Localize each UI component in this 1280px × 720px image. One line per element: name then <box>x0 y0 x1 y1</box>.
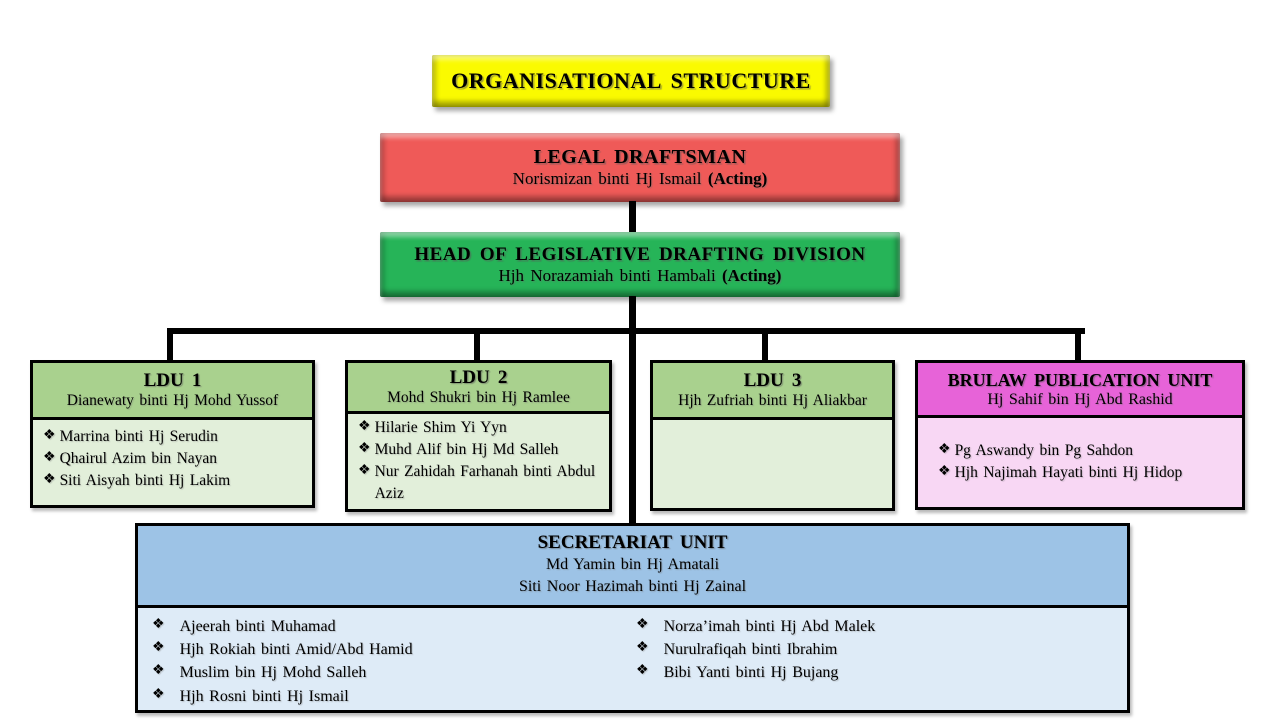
diamond-bullet-icon: ❖ <box>43 472 56 487</box>
unit-leader: Md Yamin bin Hj Amatali <box>545 555 720 573</box>
connector-legal-head <box>629 201 636 233</box>
diamond-bullet-icon: ❖ <box>43 450 56 465</box>
member-name: Marrina binti Hj Serudin <box>59 428 218 445</box>
member-item: ❖ Bibi Yanti binti Hj Bujang <box>636 661 1116 684</box>
member-item: ❖ Hjh Rokiah binti Amid/Abd Hamid <box>152 638 617 661</box>
unit-title: LDU 3 <box>743 370 802 391</box>
page-title: ORGANISATIONAL STRUCTURE <box>451 68 811 93</box>
member-name: Hjh Rokiah binti Amid/Abd Hamid <box>179 641 413 659</box>
member-item: ❖Qhairul Azim bin Nayan <box>43 448 306 470</box>
unit-ldu3-members <box>653 420 892 508</box>
member-name: Qhairul Azim bin Nayan <box>59 450 218 467</box>
diamond-bullet-icon: ❖ <box>152 663 165 679</box>
member-item: ❖ Ajeerah binti Muhamad <box>152 615 617 638</box>
unit-title: LDU 2 <box>449 367 508 388</box>
member-item: ❖ Norza’imah binti Hj Abd Malek <box>636 615 1116 638</box>
unit-secretariat: SECRETARIAT UNIT Md Yamin bin Hj Amatali… <box>135 523 1130 713</box>
diamond-bullet-icon: ❖ <box>938 464 951 479</box>
unit-leader: Hj Sahif bin Hj Abd Rashid <box>987 390 1173 408</box>
member-name: Muslim bin Hj Mohd Salleh <box>179 664 367 682</box>
diamond-bullet-icon: ❖ <box>636 617 649 632</box>
member-item: ❖ Muslim bin Hj Mohd Salleh <box>152 661 617 684</box>
member-name: Siti Aisyah binti Hj Lakim <box>59 472 231 489</box>
unit-ldu1-members: ❖Marrina binti Hj Serudin❖Qhairul Azim b… <box>33 420 312 505</box>
connector-drop-ldu1 <box>167 333 173 360</box>
member-name: Muhd Alif bin Hj Md Salleh <box>374 441 559 458</box>
unit-brulaw-header: BRULAW PUBLICATION UNIT Hj Sahif bin Hj … <box>918 363 1242 418</box>
person-name: Norismizan binti Hj Ismail <box>512 169 702 188</box>
legal-draftsman-box: LEGAL DRAFTSMAN Norismizan binti Hj Isma… <box>380 133 900 202</box>
unit-ldu3: LDU 3 Hjh Zufriah binti Hj Aliakbar <box>650 360 895 511</box>
unit-secretariat-members: ❖ Ajeerah binti Muhamad ❖ Hjh Rokiah binti … <box>138 608 1127 710</box>
member-name: Norza’imah binti Hj Abd Malek <box>663 618 876 635</box>
member-item: ❖Hjh Najimah Hayati binti Hj Hidop <box>938 462 1236 484</box>
member-item: ❖ Nurulrafiqah binti Ibrahim <box>636 638 1116 661</box>
diamond-bullet-icon: ❖ <box>636 663 649 679</box>
legal-draftsman-name: Norismizan binti Hj Ismail (Acting) <box>513 169 768 189</box>
diamond-bullet-icon: ❖ <box>152 640 165 656</box>
head-of-division-box: HEAD OF LEGISLATIVE DRAFTING DIVISION Hj… <box>380 232 900 297</box>
unit-brulaw: BRULAW PUBLICATION UNIT Hj Sahif bin Hj … <box>915 360 1245 510</box>
member-item: ❖Nur Zahidah Farhanah binti Abdul Aziz <box>358 461 603 505</box>
diamond-bullet-icon: ❖ <box>636 640 649 656</box>
connector-head-rail <box>629 296 636 330</box>
unit-secretariat-header: SECRETARIAT UNIT Md Yamin bin Hj Amatali… <box>138 526 1127 608</box>
member-item: ❖Hilarie Shim Yi Yyn <box>358 417 603 439</box>
secretariat-members-right: ❖ Norza’imah binti Hj Abd Malek ❖ Nurulrafi… <box>636 615 1116 685</box>
unit-leader: Hjh Zufriah binti Hj Aliakbar <box>678 392 867 409</box>
unit-ldu2-header: LDU 2 Mohd Shukri bin Hj Ramlee <box>348 363 609 414</box>
diamond-bullet-icon: ❖ <box>358 463 371 478</box>
acting-label: (Acting) <box>721 265 782 285</box>
member-name: Pg Aswandy bin Pg Sahdon <box>954 442 1134 459</box>
diamond-bullet-icon: ❖ <box>358 441 371 456</box>
connector-drop-brulaw <box>1075 333 1081 360</box>
person-name: Hjh Norazamiah binti Hambali <box>498 265 716 285</box>
unit-leader: Dianewaty binti Hj Mohd Yussof <box>66 392 279 409</box>
unit-brulaw-members: ❖Pg Aswandy bin Pg Sahdon❖Hjh Najimah Ha… <box>918 418 1242 507</box>
diamond-bullet-icon: ❖ <box>152 686 165 702</box>
legal-draftsman-title: LEGAL DRAFTSMAN <box>533 146 747 168</box>
unit-leader: Siti Noor Hazimah binti Hj Zainal <box>518 577 747 595</box>
unit-title: SECRETARIAT UNIT <box>537 531 728 553</box>
connector-rail <box>167 328 1085 334</box>
diamond-bullet-icon: ❖ <box>152 617 165 632</box>
unit-leader: Mohd Shukri bin Hj Ramlee <box>387 389 570 406</box>
member-name: Bibi Yanti binti Hj Bujang <box>663 664 839 682</box>
connector-drop-ldu3 <box>762 333 768 360</box>
member-name: Hjh Rosni binti Hj Ismail <box>179 687 349 705</box>
member-name: Ajeerah binti Muhamad <box>179 618 336 635</box>
diamond-bullet-icon: ❖ <box>938 442 951 457</box>
member-item: ❖ Hjh Rosni binti Hj Ismail <box>152 685 617 708</box>
unit-ldu2-members: ❖Hilarie Shim Yi Yyn❖Muhd Alif bin Hj Md… <box>348 414 609 509</box>
acting-label: (Acting) <box>707 169 768 188</box>
diamond-bullet-icon: ❖ <box>358 419 371 434</box>
diamond-bullet-icon: ❖ <box>43 428 56 443</box>
unit-ldu1: LDU 1 Dianewaty binti Hj Mohd Yussof ❖Ma… <box>30 360 315 508</box>
member-item: ❖Marrina binti Hj Serudin <box>43 426 306 448</box>
member-name: Nur Zahidah Farhanah binti Abdul Aziz <box>374 463 596 502</box>
unit-title: BRULAW PUBLICATION UNIT <box>947 369 1213 390</box>
unit-ldu1-header: LDU 1 Dianewaty binti Hj Mohd Yussof <box>33 363 312 420</box>
unit-ldu3-header: LDU 3 Hjh Zufriah binti Hj Aliakbar <box>653 363 892 420</box>
unit-ldu2: LDU 2 Mohd Shukri bin Hj Ramlee ❖Hilarie… <box>345 360 612 512</box>
head-of-division-title: HEAD OF LEGISLATIVE DRAFTING DIVISION <box>414 243 866 265</box>
member-item: ❖Pg Aswandy bin Pg Sahdon <box>938 440 1236 462</box>
unit-title: LDU 1 <box>143 370 202 391</box>
connector-drop-ldu2 <box>474 333 480 360</box>
chart-title-banner: ORGANISATIONAL STRUCTURE <box>432 55 830 107</box>
member-item: ❖Muhd Alif bin Hj Md Salleh <box>358 439 603 461</box>
secretariat-members-left: ❖ Ajeerah binti Muhamad ❖ Hjh Rokiah binti … <box>152 615 617 708</box>
member-item: ❖Siti Aisyah binti Hj Lakim <box>43 470 306 492</box>
connector-drop-secretariat <box>629 333 636 523</box>
head-of-division-name: Hjh Norazamiah binti Hambali (Acting) <box>499 266 782 286</box>
member-name: Nurulrafiqah binti Ibrahim <box>663 641 838 659</box>
member-name: Hjh Najimah Hayati binti Hj Hidop <box>954 464 1183 481</box>
member-name: Hilarie Shim Yi Yyn <box>374 419 507 436</box>
